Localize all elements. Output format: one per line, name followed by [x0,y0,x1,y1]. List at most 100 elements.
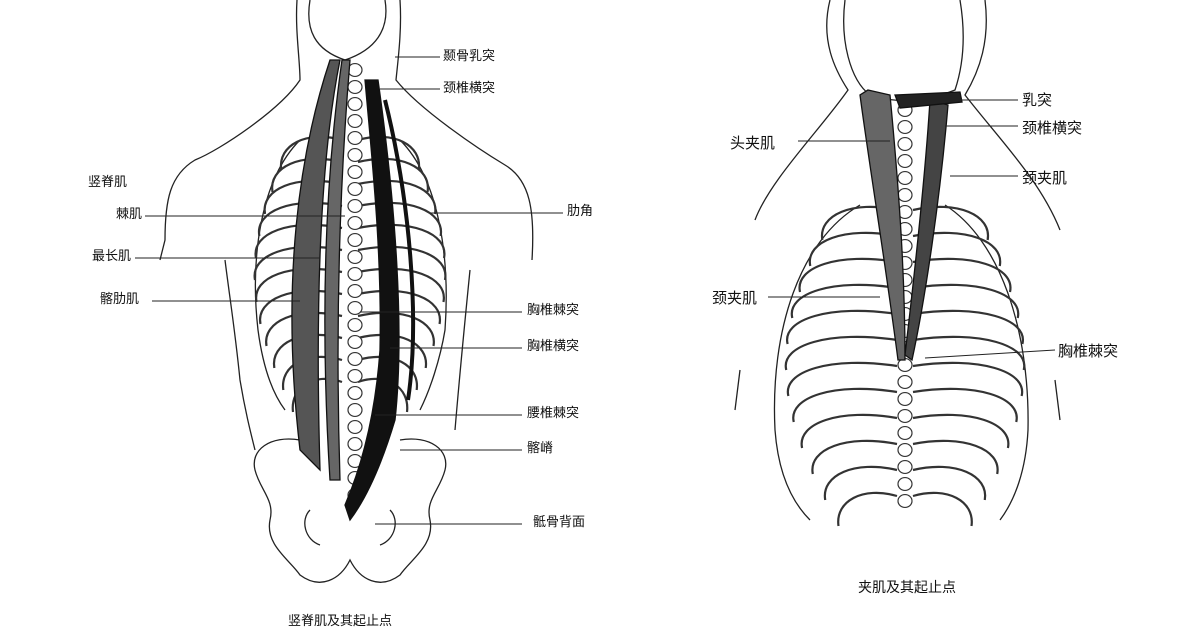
label-lumbar-spinous: 腰椎棘突 [527,406,580,421]
vertebra [347,147,363,163]
vertebra [347,215,363,231]
vertebra [347,334,363,350]
muscles [859,89,963,362]
pelvis [253,438,447,583]
vertebra [897,170,913,186]
rib [800,413,898,449]
rib [258,201,343,237]
label-splenius-cervicis-upper: 颈夹肌 [1022,169,1068,187]
rib [912,413,1010,449]
label-mastoid-process: 颞骨乳突 [443,49,496,64]
rib [786,361,898,397]
rib [254,223,343,259]
label-spinalis: 棘肌 [116,207,143,222]
rib [823,465,898,501]
rib [357,333,428,369]
vertebra [347,300,363,316]
rib [784,335,898,371]
label-iliocostalis: 髂肋肌 [100,292,140,307]
label-rib-angle: 肋角 [567,204,594,219]
vertebra [897,408,913,424]
vertebra [347,198,363,214]
erector-spinae-figure [159,0,534,583]
rib [263,179,343,215]
head [843,0,964,102]
vertebra [347,351,363,367]
label-cervical-transverse-right: 颈椎横突 [1022,119,1083,137]
rib [811,439,898,475]
vertebra [347,130,363,146]
rib [912,361,1024,397]
vertebra [897,493,913,509]
vertebra [897,459,913,475]
vertebra [347,436,363,452]
label-splenius-cervicis: 颈夹肌 [712,289,758,307]
label-longissimus: 最长肌 [92,249,132,264]
leader-lines [135,56,1056,525]
vertebra [347,113,363,129]
vertebra [347,368,363,384]
vertebra [897,187,913,203]
rib [792,387,898,423]
rib [357,135,420,171]
vertebra [347,266,363,282]
caption-splenius: 夹肌及其起止点 [858,580,956,596]
rib [357,245,447,281]
label-mastoid: 乳突 [1022,91,1053,109]
rib [357,179,437,215]
rib [271,157,343,193]
rib [357,223,446,259]
label-thoracic-spinous: 胸椎棘突 [527,303,580,318]
label-sacrum-dorsal: 骶骨背面 [533,515,586,530]
label-erector-spinae: 竖脊肌 [88,175,128,190]
rib [912,387,1018,423]
vertebra [347,283,363,299]
label-iliac-crest: 髂嵴 [527,441,554,456]
vertebra [347,96,363,112]
caption-erector-spinae: 竖脊肌及其起止点 [287,614,393,629]
label-thoracic-transverse: 胸椎横突 [527,339,580,354]
rib [790,283,898,319]
rib [912,335,1026,371]
rib [912,257,1012,293]
vertebra [347,79,363,95]
vertebra [897,374,913,390]
label-cervical-transverse: 颈椎横突 [443,81,496,96]
rib [798,257,898,293]
rib [357,289,441,325]
splenius-figure [734,0,1061,527]
vertebra [347,385,363,401]
body-outline [159,0,534,451]
spine [347,62,363,503]
muscles [291,59,416,522]
rib [357,157,429,193]
rib [912,283,1020,319]
vertebra [897,476,913,492]
vertebra [897,119,913,135]
vertebra [347,402,363,418]
rib [837,491,898,527]
label-splenius-capitis: 头夹肌 [730,134,776,152]
vertebra [897,391,913,407]
rib [357,267,445,303]
rib [280,135,343,171]
rib [912,439,999,475]
rib [912,309,1024,345]
rib [357,355,418,391]
rib [357,201,442,237]
vertebra [897,425,913,441]
vertebra [347,181,363,197]
vertebra [897,442,913,458]
vertebra [897,153,913,169]
vertebra [347,419,363,435]
label-thoracic-spinous-right: 胸椎棘突 [1058,342,1119,360]
rib [912,491,973,527]
rib [912,465,987,501]
body-outline [734,0,1061,421]
skull-base [308,0,387,61]
rib [253,245,343,281]
vertebra [347,164,363,180]
vertebra [347,232,363,248]
rib [786,309,898,345]
